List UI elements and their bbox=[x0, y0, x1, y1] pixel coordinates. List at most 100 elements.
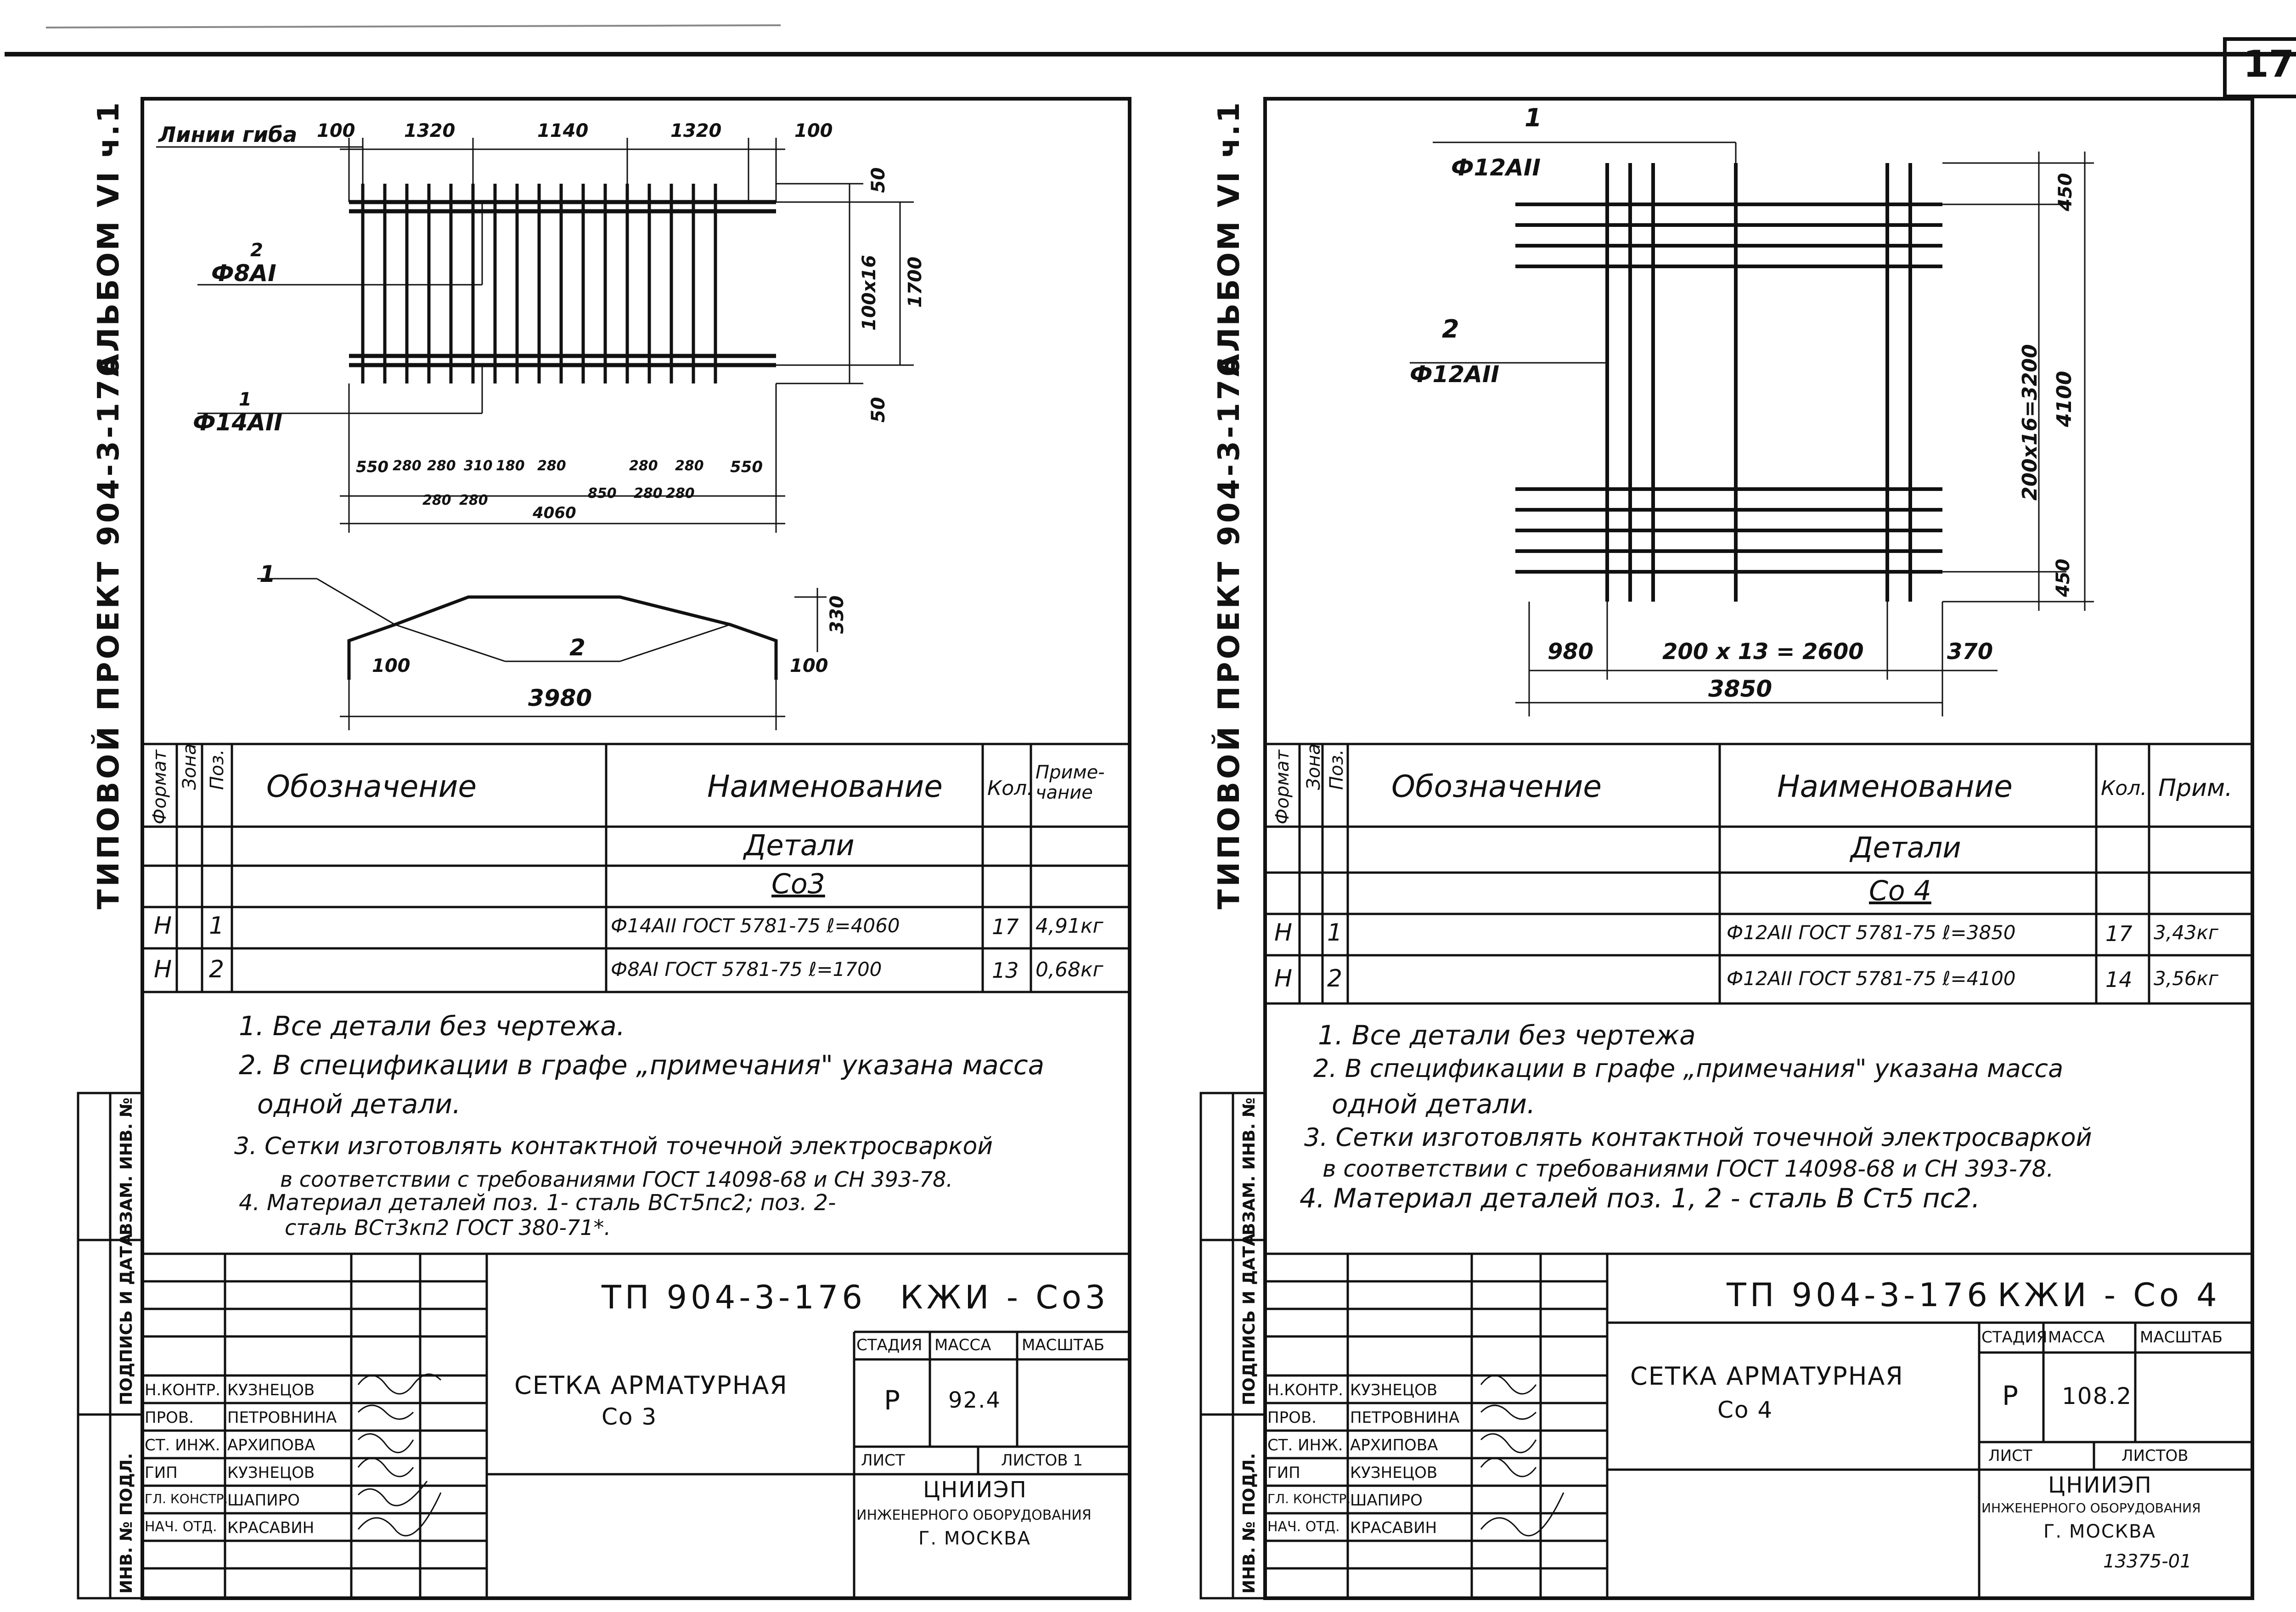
spec-row-pos: 2 bbox=[209, 956, 225, 983]
stamp-col-sign-left: ПОДПИСЬ И ДАТА bbox=[117, 1233, 136, 1405]
spec-row-name: Ф8АI ГОСТ 5781-75 ℓ=1700 bbox=[611, 958, 882, 981]
pos1-bar: Ф14АII bbox=[193, 409, 283, 436]
note-line: сталь ВСт3кп2 ГОСТ 380-71*. bbox=[285, 1215, 611, 1240]
bottom-dim: 550 bbox=[730, 458, 763, 476]
profile-total: 3980 bbox=[528, 685, 592, 711]
spec-row-name: Ф12АII ГОСТ 5781-75 ℓ=3850 bbox=[1727, 921, 2016, 944]
top-dim: 100 bbox=[317, 120, 355, 141]
spec-section: Детали bbox=[1851, 831, 1961, 864]
pos1-number: 1 bbox=[1525, 103, 1542, 132]
right-dim: 50 bbox=[868, 397, 889, 423]
note-line: 3. Сетки изготовлять контактной точечной… bbox=[1304, 1123, 2092, 1152]
bottom-dim: 280 bbox=[427, 458, 456, 474]
top-dim: 1140 bbox=[537, 120, 589, 141]
top-dim: 1320 bbox=[404, 120, 456, 141]
tb-role: ГЛ. КОНСТР. bbox=[1267, 1491, 1351, 1506]
spec-col-zone: Зона bbox=[1303, 744, 1324, 790]
note-line: 2. В спецификации в графе „примечания" у… bbox=[239, 1049, 1045, 1081]
tb-stage: Р bbox=[884, 1385, 901, 1416]
bottom-dim: 850 bbox=[588, 485, 617, 502]
right-dim: 100х16 bbox=[859, 255, 880, 331]
spec-row-pos: 2 bbox=[1327, 965, 1343, 992]
tb-name-line1: СЕТКА АРМАТУРНАЯ bbox=[514, 1371, 788, 1400]
pos1-number: 1 bbox=[239, 389, 252, 410]
bottom-dim: 280 bbox=[537, 458, 566, 474]
right-dim: 50 bbox=[868, 167, 889, 193]
spec-col-format: Формат bbox=[1272, 750, 1293, 824]
spec-row-name: Ф12АII ГОСТ 5781-75 ℓ=4100 bbox=[1727, 967, 2016, 990]
tb-sheets-label: ЛИСТОВ bbox=[2122, 1447, 2189, 1465]
note-line: 1. Все детали без чертежа. bbox=[239, 1010, 625, 1042]
spec-row-format: Н bbox=[154, 956, 172, 983]
bottom-dim: 550 bbox=[356, 458, 388, 476]
profile-dim: 100 bbox=[372, 655, 411, 676]
spec-col-zone: Зона bbox=[179, 744, 200, 790]
tb-org2: ИНЖЕНЕРНОГО ОБОРУДОВАНИЯ bbox=[856, 1507, 1092, 1523]
tb-mass: 92.4 bbox=[948, 1387, 1001, 1413]
profile-pos1: 1 bbox=[259, 561, 276, 587]
tb-role: Н.КОНТР. bbox=[145, 1381, 220, 1399]
pos2-number: 2 bbox=[250, 240, 263, 261]
tb-code: ТП 904-3-176 bbox=[1727, 1276, 1991, 1314]
tb-person: ПЕТРОВНИНА bbox=[227, 1409, 337, 1427]
spec-row-note: 0,68кг bbox=[1035, 958, 1103, 981]
tb-code: ТП 904-3-176 bbox=[602, 1279, 866, 1316]
pos2-number: 2 bbox=[1442, 315, 1459, 344]
tb-mass-label: МАССА bbox=[934, 1336, 991, 1354]
bottom-dim: 280 bbox=[675, 458, 704, 474]
tb-person: ПЕТРОВНИНА bbox=[1350, 1409, 1460, 1427]
tb-org1: ЦНИИЭП bbox=[2048, 1472, 2152, 1498]
note-line: одной детали. bbox=[257, 1088, 461, 1120]
tb-sheet-label: ЛИСТ bbox=[861, 1451, 905, 1470]
bottom-dim: 280 bbox=[422, 492, 451, 508]
stamp-col-replace-right: ВЗАМ. ИНВ. № bbox=[1240, 1097, 1259, 1235]
right-dim: 200х16=3200 bbox=[2018, 344, 2042, 501]
spec-row-qty: 17 bbox=[2105, 921, 2133, 946]
tb-person: КРАСАВИН bbox=[227, 1519, 315, 1537]
bottom-dim: 310 bbox=[464, 458, 493, 474]
spec-row-qty: 17 bbox=[992, 914, 1019, 939]
right-dim: 450 bbox=[2053, 558, 2074, 597]
bottom-dim: 370 bbox=[1947, 639, 1993, 665]
side-album-left: АЛЬБОМ VI ч.1 bbox=[92, 100, 126, 377]
pos2-bar: Ф8АI bbox=[211, 260, 276, 287]
tb-mass-label: МАССА bbox=[2048, 1328, 2105, 1347]
note-line: 4. Материал деталей поз. 1- сталь ВСт5пс… bbox=[239, 1190, 836, 1216]
spec-row-format: Н bbox=[1274, 965, 1293, 992]
tb-role: ГЛ. КОНСТР. bbox=[145, 1491, 228, 1506]
tb-mark: КЖИ - Со 4 bbox=[1998, 1276, 2221, 1314]
top-dim: 1320 bbox=[670, 120, 722, 141]
tb-scale-label: МАСШТАБ bbox=[1022, 1336, 1105, 1354]
tb-role: НАЧ. ОТД. bbox=[145, 1519, 217, 1535]
side-project-title-left: ТИПОВОЙ ПРОЕКТ 904-3-176 bbox=[92, 354, 126, 909]
spec-subsection: Со3 bbox=[771, 868, 825, 900]
tb-stage: Р bbox=[2002, 1380, 2019, 1411]
tb-stage-label: СТАДИЯ bbox=[1981, 1328, 2048, 1347]
tb-role: ГИП bbox=[1267, 1464, 1300, 1482]
tb-mark: КЖИ - Со3 bbox=[900, 1279, 1109, 1316]
right-dim: 1700 bbox=[905, 256, 926, 308]
spec-row-pos: 1 bbox=[209, 912, 225, 940]
spec-row-note: 3,43кг bbox=[2154, 921, 2218, 944]
note-line: 4. Материал деталей поз. 1, 2 - сталь В … bbox=[1300, 1183, 1980, 1214]
spec-row-note: 3,56кг bbox=[2154, 967, 2218, 990]
side-album-right: АЛЬБОМ VI ч.1 bbox=[1212, 100, 1246, 377]
bottom-dim: 200 х 13 = 2600 bbox=[1662, 639, 1864, 665]
tb-name-line1: СЕТКА АРМАТУРНАЯ bbox=[1630, 1362, 1904, 1391]
spec-col-pos: Поз. bbox=[1326, 749, 1347, 790]
bottom-dim: 280 bbox=[393, 458, 422, 474]
spec-col-qty: Кол. bbox=[2101, 777, 2147, 800]
sheet-number: 17 bbox=[2243, 43, 2295, 85]
pos2-bar: Ф12АII bbox=[1410, 361, 1500, 388]
tb-person: АРХИПОВА bbox=[1350, 1436, 1438, 1454]
note-line: 2. В спецификации в графе „примечания" у… bbox=[1313, 1054, 2064, 1083]
right-dim: 450 bbox=[2055, 173, 2076, 212]
note-line: одной детали. bbox=[1332, 1088, 1536, 1120]
tb-person: КУЗНЕЦОВ bbox=[227, 1464, 315, 1482]
stamp-col-inv-right: ИНВ. № ПОДЛ. bbox=[1240, 1453, 1259, 1594]
profile-dim: 100 bbox=[790, 655, 828, 676]
tb-role: НАЧ. ОТД. bbox=[1267, 1519, 1340, 1535]
spec-col-note: Прим. bbox=[2158, 774, 2233, 802]
bend-lines-label: Линии гиба bbox=[158, 122, 298, 147]
